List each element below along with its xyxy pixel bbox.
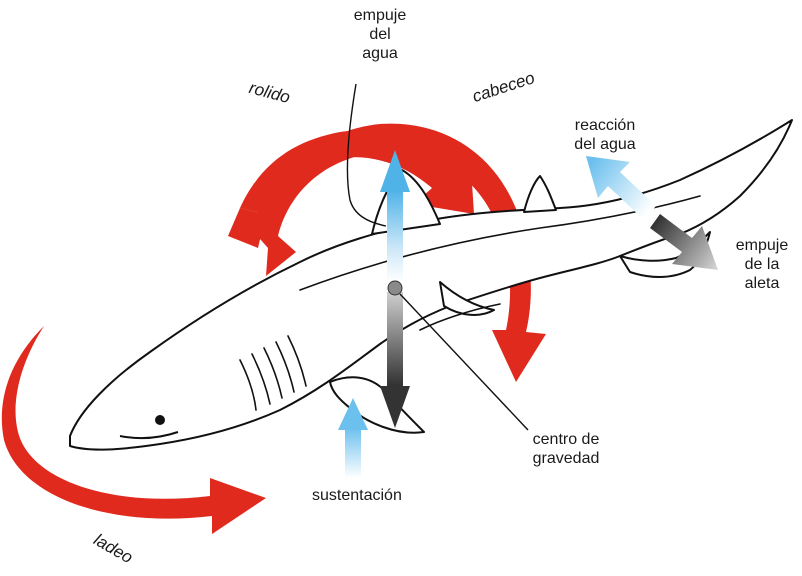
- lift-label: sustentación: [312, 486, 402, 505]
- center-of-gravity-label: centro de gravedad: [516, 430, 616, 468]
- water-reaction-label: reacción del agua: [560, 116, 650, 154]
- fin-thrust-label: empuje de la aleta: [732, 236, 792, 293]
- shark-eye: [155, 415, 165, 425]
- water-thrust-label: empuje del agua: [350, 6, 410, 63]
- center-of-gravity-marker: [388, 281, 402, 295]
